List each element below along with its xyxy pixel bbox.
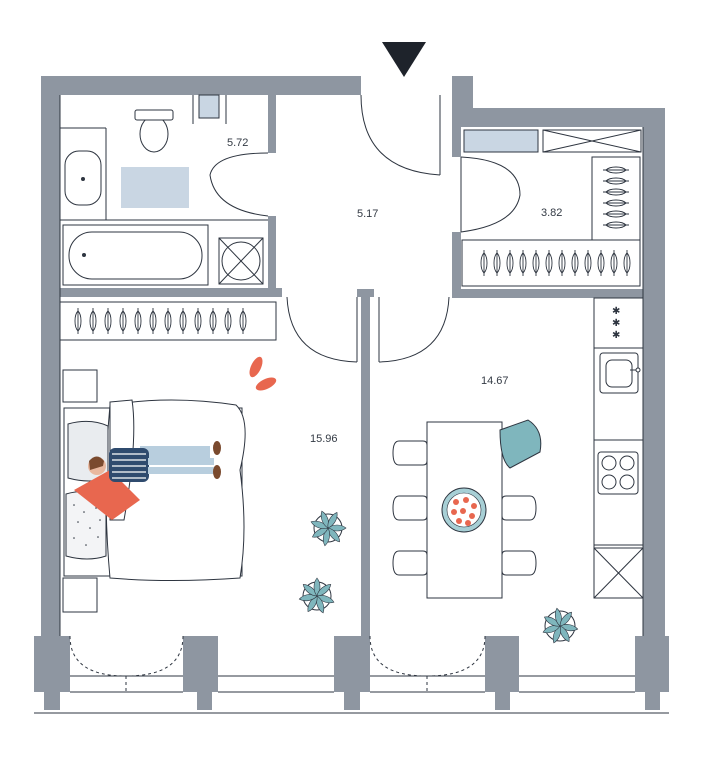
- bedroom-area-label: 15.96: [310, 433, 338, 445]
- fridge-icon: [593, 547, 644, 599]
- svg-text:✱: ✱: [612, 306, 620, 317]
- plant-icon-bedroom-2: [298, 577, 336, 615]
- storage-box: [542, 129, 642, 153]
- wardrobe-fixtures: [461, 129, 642, 287]
- nightstands: [62, 369, 98, 613]
- wardrobe-area-label: 3.82: [541, 207, 562, 219]
- bath-mat: [121, 167, 189, 208]
- slippers-icon: [249, 356, 277, 391]
- svg-text:✱: ✱: [612, 318, 620, 329]
- bed-icon: [63, 399, 246, 581]
- plant-icon-bedroom-1: [309, 509, 347, 547]
- walls: [34, 76, 669, 710]
- doors: [209, 94, 521, 363]
- cooktop-icon: [597, 451, 639, 495]
- hood-vent-icon: ✱ ✱ ✱: [612, 306, 620, 341]
- bath-cabinet: [198, 94, 220, 119]
- person-icon: [88, 441, 221, 482]
- toilet-icon: [134, 109, 174, 153]
- washing-machine-icon: [218, 237, 264, 285]
- balcony-door-swings: [69, 635, 486, 692]
- fruit-plate-icon: [441, 487, 487, 533]
- shelf: [463, 129, 539, 153]
- entrance-arrow-icon: [382, 42, 426, 77]
- svg-text:✱: ✱: [612, 330, 620, 341]
- bedroom-closet: [59, 301, 277, 341]
- bathtub-icon: [62, 224, 209, 286]
- plant-icon-living: [541, 607, 579, 645]
- hallway-area-label: 5.17: [357, 208, 378, 220]
- armchair-icon: [499, 419, 542, 469]
- bathroom-fixtures: [62, 94, 264, 286]
- sink-icon: [64, 150, 102, 206]
- kitchen-living-area-label: 14.67: [481, 375, 509, 387]
- kitchen-sink-icon: [599, 352, 641, 394]
- bathroom-area-label: 5.72: [227, 137, 248, 149]
